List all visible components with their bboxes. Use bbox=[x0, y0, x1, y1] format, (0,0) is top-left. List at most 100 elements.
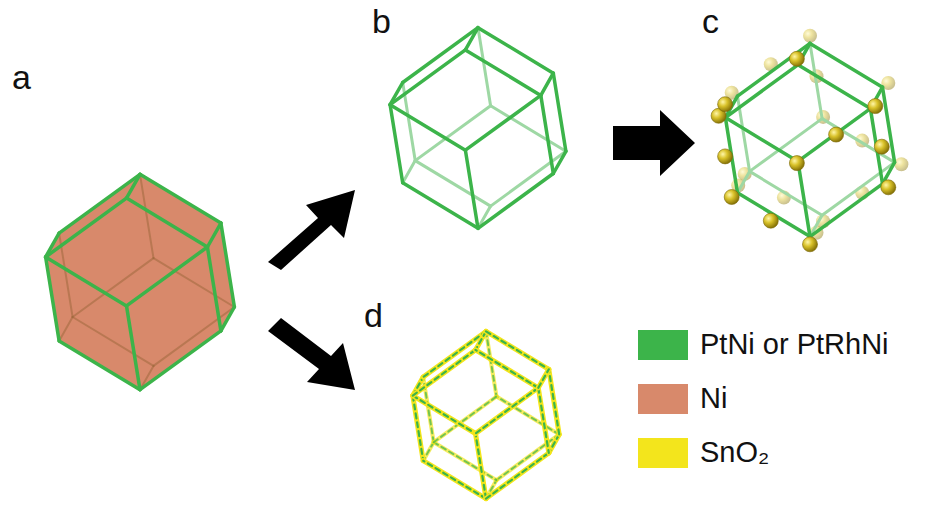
sno2-particle bbox=[829, 127, 844, 142]
frame-edge bbox=[465, 150, 478, 228]
coated-edge bbox=[476, 350, 539, 388]
frame-edge bbox=[403, 28, 478, 83]
coated-edge bbox=[486, 453, 549, 499]
frame-edge bbox=[497, 434, 560, 480]
frame-edge bbox=[476, 350, 539, 388]
coated-edge bbox=[423, 331, 486, 377]
coated-edge bbox=[538, 369, 549, 388]
frame-edge bbox=[553, 73, 566, 151]
back-edge bbox=[491, 106, 566, 152]
frame-edge bbox=[423, 461, 486, 499]
frame-edge bbox=[59, 341, 140, 390]
frame-edge bbox=[46, 257, 60, 341]
frame-edge bbox=[476, 331, 487, 350]
panel-letter: d bbox=[364, 298, 383, 332]
frame-edge bbox=[478, 174, 553, 229]
process-arrow bbox=[613, 110, 695, 176]
sno2-particle bbox=[803, 29, 817, 43]
frame-edge bbox=[465, 28, 478, 50]
sno2-particle bbox=[763, 213, 778, 228]
hidden-edge bbox=[59, 317, 73, 341]
legend-swatch bbox=[638, 330, 688, 360]
legend-swatch bbox=[638, 438, 688, 468]
frame-edge bbox=[390, 105, 465, 151]
frame-edge bbox=[46, 257, 127, 306]
process-arrow bbox=[268, 318, 355, 390]
sno2-particle bbox=[718, 149, 733, 164]
back-edge bbox=[478, 28, 491, 106]
frame-edge bbox=[207, 223, 221, 247]
coated-edge bbox=[476, 388, 539, 434]
frame-edge bbox=[127, 174, 141, 198]
frame-edge bbox=[140, 331, 221, 390]
legend-text: SnO₂ bbox=[700, 436, 769, 469]
frame-edge bbox=[127, 198, 208, 247]
frame-edge bbox=[413, 396, 423, 461]
frame-edge bbox=[725, 65, 798, 118]
hidden-edge bbox=[154, 307, 235, 366]
coated-edge bbox=[549, 369, 559, 434]
frame-edge bbox=[221, 223, 235, 307]
back-edge bbox=[810, 43, 822, 118]
sno2-particle bbox=[881, 180, 896, 195]
frame-edge bbox=[59, 174, 140, 233]
back-edge bbox=[738, 171, 750, 192]
hidden-edge bbox=[154, 258, 235, 307]
sno2-particle bbox=[724, 190, 739, 205]
coated-frame bbox=[413, 331, 559, 498]
ni-core-particle bbox=[46, 174, 235, 389]
sno2-particle bbox=[868, 99, 883, 114]
back-edge bbox=[750, 119, 823, 172]
sno2-particle bbox=[894, 157, 908, 171]
hollow-frame bbox=[390, 28, 566, 229]
back-edge bbox=[403, 161, 416, 183]
hidden-edge bbox=[140, 174, 154, 258]
frame-edge bbox=[140, 174, 221, 223]
coated-edge bbox=[434, 397, 497, 443]
back-edge bbox=[415, 161, 490, 207]
sno2-particle bbox=[874, 139, 889, 154]
frame-edge bbox=[46, 198, 127, 257]
frame-edge bbox=[390, 105, 403, 183]
coated-edge bbox=[538, 388, 549, 453]
legend-row: PtNi or PtRhNi bbox=[638, 328, 889, 361]
frame-edge bbox=[553, 151, 566, 173]
frame-edge bbox=[798, 161, 810, 236]
sno2-particle bbox=[789, 156, 804, 171]
coated-edge bbox=[476, 434, 487, 499]
frame-edge bbox=[476, 388, 539, 434]
legend-text: Ni bbox=[700, 382, 727, 415]
frame-edge bbox=[538, 369, 549, 388]
frame-edge bbox=[478, 28, 553, 73]
legend-text: PtNi or PtRhNi bbox=[700, 328, 889, 361]
coated-edge bbox=[476, 331, 487, 350]
frame-edge bbox=[413, 396, 476, 434]
coated-edge bbox=[497, 434, 560, 480]
panel-letter: b bbox=[372, 4, 391, 38]
frame-edge bbox=[465, 95, 540, 150]
coated-edge bbox=[413, 396, 476, 434]
legend-swatch bbox=[638, 384, 688, 414]
frame-edge bbox=[476, 434, 487, 499]
sno2-particle bbox=[718, 97, 733, 112]
frame-edge bbox=[403, 183, 478, 229]
coated-edge bbox=[497, 397, 560, 435]
frame-edge bbox=[738, 193, 811, 237]
frame-edge bbox=[538, 388, 549, 453]
panel-letter: c bbox=[702, 4, 719, 38]
frame-edge bbox=[810, 184, 883, 237]
ni-core bbox=[46, 174, 235, 389]
sno2-particle bbox=[803, 237, 818, 252]
frame-edge bbox=[413, 350, 476, 396]
coated-edge bbox=[423, 461, 486, 499]
sno2-particle bbox=[789, 51, 804, 66]
frame-with-particles bbox=[711, 29, 908, 252]
frame-edge bbox=[541, 95, 554, 173]
frame-edge bbox=[127, 306, 141, 390]
back-edge bbox=[491, 151, 566, 206]
legend-row: Ni bbox=[638, 382, 727, 415]
frame-edge bbox=[390, 50, 465, 105]
coated-edge bbox=[413, 350, 476, 396]
frame-edge bbox=[127, 247, 208, 306]
hidden-edge bbox=[73, 258, 154, 317]
